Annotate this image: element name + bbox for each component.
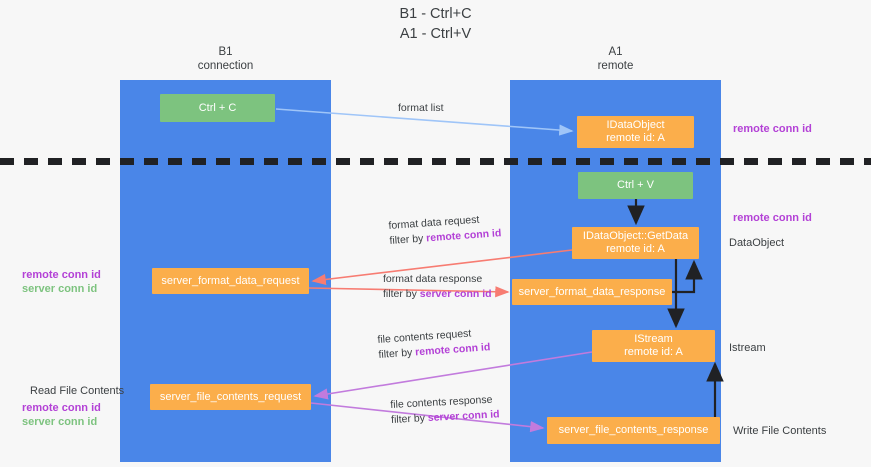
node-ctrl-v[interactable]: Ctrl + V bbox=[578, 172, 693, 199]
node-istream-remote-id: remote id: A bbox=[624, 346, 683, 358]
annotation-right-remote-conn-id-top-text: remote conn id bbox=[733, 123, 812, 135]
column-header-a1-subtitle: remote bbox=[597, 60, 634, 72]
annotation-left-conn-ids-top: remote conn id server conn id bbox=[22, 268, 101, 296]
edge-label-format-data-response: format data response filter by server co… bbox=[383, 272, 492, 302]
node-getdata-label: IDataObject::GetData bbox=[582, 230, 689, 242]
node-istream[interactable]: IStream remote id: A bbox=[592, 330, 715, 362]
annotation-right-remote-conn-id-mid-text: remote conn id bbox=[733, 212, 812, 224]
phase-divider bbox=[0, 158, 871, 165]
filter-by-prefix-2: filter by bbox=[383, 288, 420, 300]
node-getdata-remote-id: remote id: A bbox=[606, 243, 665, 255]
conn-id-remote-1: remote conn id bbox=[425, 227, 502, 245]
edge-label-file-contents-request: file contents request filter by remote c… bbox=[377, 325, 491, 363]
page-title-line1: B1 - Ctrl+C bbox=[399, 6, 472, 22]
page-title: B1 - Ctrl+C A1 - Ctrl+V bbox=[0, 4, 871, 44]
column-header-b1: B1 connection bbox=[120, 45, 331, 73]
node-ctrl-v-label: Ctrl + V bbox=[617, 179, 654, 191]
annotation-left-conn-ids-bottom: remote conn id server conn id bbox=[22, 401, 101, 429]
filter-by-prefix-3: filter by bbox=[378, 346, 416, 361]
annotation-right-remote-conn-id-mid: remote conn id bbox=[733, 211, 812, 225]
node-server-format-data-request[interactable]: server_format_data_request bbox=[152, 268, 309, 294]
annotation-right-dataobject: DataObject bbox=[729, 237, 785, 249]
node-ctrl-c-label: Ctrl + C bbox=[198, 101, 237, 114]
node-server-format-data-response[interactable]: server_format_data_response bbox=[512, 279, 672, 305]
annotation-right-write-file-contents: Write File Contents bbox=[733, 425, 827, 437]
node-idataobject[interactable]: IDataObject remote id: A bbox=[577, 116, 694, 148]
node-server-file-contents-request[interactable]: server_file_contents_request bbox=[150, 384, 311, 410]
node-server-file-contents-response[interactable]: server_file_contents_response bbox=[547, 417, 720, 444]
conn-id-server-2: server conn id bbox=[427, 408, 500, 425]
node-istream-label: IStream bbox=[634, 333, 673, 345]
column-header-a1: A1 remote bbox=[510, 45, 721, 73]
node-server-file-contents-request-label: server_file_contents_request bbox=[159, 390, 302, 403]
column-header-b1-subtitle: connection bbox=[197, 60, 254, 72]
edge-label-format-data-response-line1: format data response bbox=[383, 273, 483, 285]
annotation-left-remote-conn-id-top: remote conn id bbox=[22, 269, 101, 281]
annotation-right-remote-conn-id-top: remote conn id bbox=[733, 122, 812, 136]
node-idataobject-remote-id: remote id: A bbox=[606, 132, 665, 144]
column-header-a1-title: A1 bbox=[608, 46, 623, 58]
annotation-left-server-conn-id-top: server conn id bbox=[22, 283, 98, 295]
annotation-left-remote-conn-id-bottom: remote conn id bbox=[22, 402, 101, 414]
edge-label-file-contents-response: file contents response filter by server … bbox=[390, 392, 500, 428]
conn-id-remote-2: remote conn id bbox=[414, 341, 491, 359]
node-server-file-contents-response-label: server_file_contents_response bbox=[558, 424, 709, 436]
node-idataobject-label: IDataObject bbox=[606, 119, 665, 131]
annotation-left-server-conn-id-bottom: server conn id bbox=[22, 416, 98, 428]
filter-by-prefix-1: filter by bbox=[389, 232, 427, 247]
page-title-line2: A1 - Ctrl+V bbox=[399, 26, 472, 42]
edge-label-format-data-response-line2: filter by server conn id bbox=[383, 287, 492, 302]
edge-label-format-list: format list bbox=[398, 101, 444, 116]
column-header-b1-title: B1 bbox=[218, 46, 233, 58]
edge-label-format-list-line1: format list bbox=[398, 102, 444, 114]
node-server-format-data-request-label: server_format_data_request bbox=[161, 274, 300, 287]
node-server-format-data-response-label: server_format_data_response bbox=[518, 285, 666, 298]
filter-by-prefix-4: filter by bbox=[390, 412, 429, 426]
node-ctrl-c[interactable]: Ctrl + C bbox=[160, 94, 275, 122]
edge-label-format-data-request: format data request filter by remote con… bbox=[388, 211, 502, 249]
annotation-right-istream: Istream bbox=[729, 342, 766, 354]
node-idataobject-getdata[interactable]: IDataObject::GetData remote id: A bbox=[572, 227, 699, 259]
conn-id-server-1: server conn id bbox=[419, 288, 492, 300]
annotation-left-read-file-contents: Read File Contents bbox=[30, 385, 125, 397]
